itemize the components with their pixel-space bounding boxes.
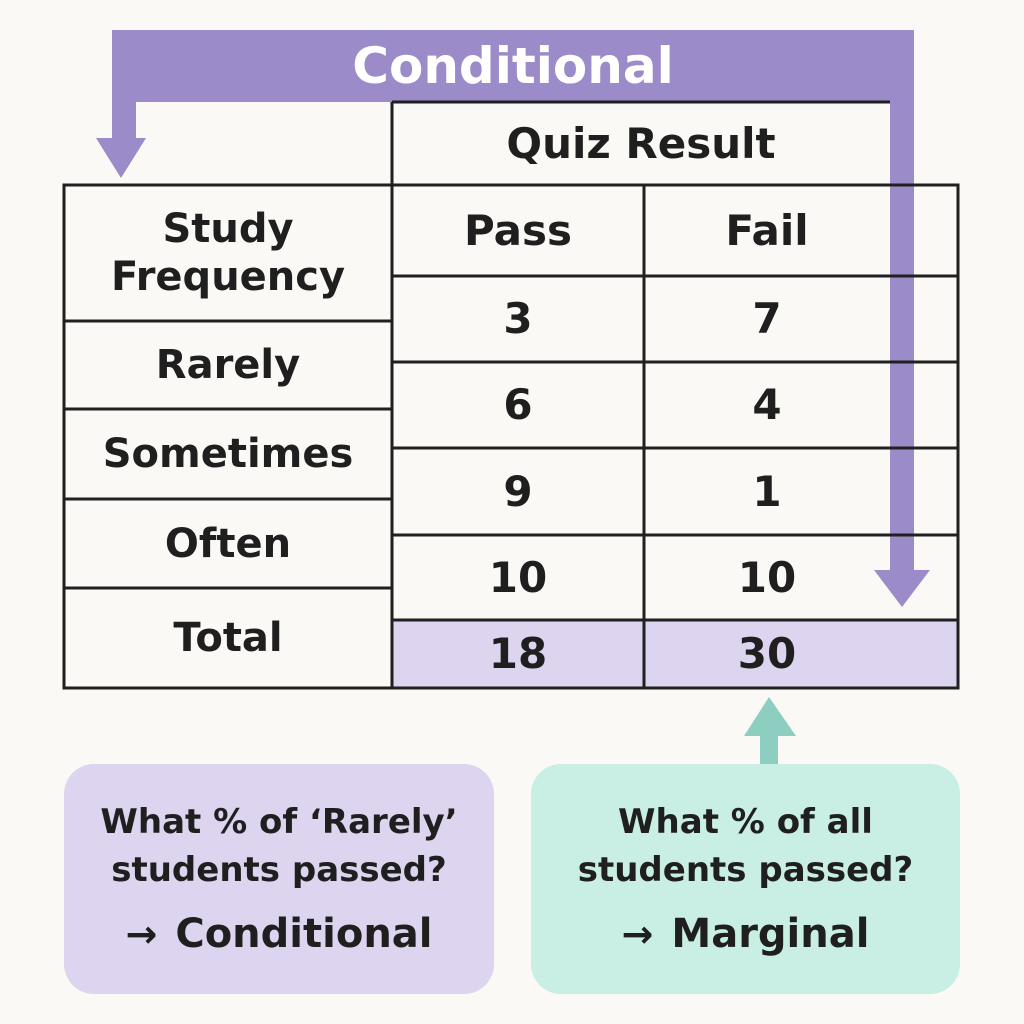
conditional-answer-line: → Conditional [126, 908, 433, 960]
marginal-question-card: What % of all students passed? → Margina… [531, 764, 960, 994]
total-row-highlight [393, 620, 958, 688]
row-header: Study Frequency [110, 206, 346, 300]
arrow-down-icon [96, 138, 146, 178]
top-header: Quiz Result [506, 118, 776, 168]
cell-often-pass: 9 [503, 466, 533, 516]
cell-sometimes-fail: 4 [752, 380, 782, 429]
conditional-band [112, 30, 914, 102]
cell-rarely-fail: 7 [752, 294, 782, 343]
marginal-answer-label: Marginal [671, 911, 870, 957]
row-label-often: Often [164, 520, 292, 567]
row-label-sometimes: Sometimes [102, 431, 354, 477]
arrow-down-icon [874, 570, 930, 607]
arrow-right-icon: → [621, 912, 654, 956]
conditional-question-card: What % of ‘Rarely’ students passed? → Co… [64, 764, 494, 994]
cell-row4-pass: 10 [488, 552, 548, 602]
arrow-right-icon: → [125, 912, 158, 956]
column-header-pass: Pass [464, 205, 572, 255]
cell-rarely-pass: 3 [503, 294, 533, 343]
cell-often-fail: 1 [752, 466, 782, 516]
arrow-up-icon [744, 697, 796, 736]
column-header-fail: Fail [725, 205, 809, 255]
conditional-right-leg [890, 30, 914, 570]
conditional-question-line-1: What % of ‘Rarely’ [100, 802, 458, 842]
cell-sometimes-pass: 6 [503, 380, 533, 429]
marginal-question-line-2: students passed? [577, 850, 914, 890]
table-grid [62, 100, 960, 690]
row-label-rarely: Rarely [155, 342, 301, 388]
conditional-left-leg [112, 30, 136, 146]
conditional-question-line-2: students passed? [111, 850, 447, 890]
marginal-answer-line: → Marginal [622, 908, 870, 960]
marginal-arrow-shaft [760, 736, 778, 765]
cell-row4-fail: 10 [737, 552, 797, 602]
conditional-answer-label: Conditional [175, 911, 433, 957]
row-label-total: Total [173, 615, 283, 661]
cell-total-fail: 30 [737, 629, 797, 678]
cell-total-pass: 18 [488, 629, 548, 678]
marginal-question-line-1: What % of all [618, 802, 873, 842]
conditional-title: Conditional [352, 37, 674, 95]
